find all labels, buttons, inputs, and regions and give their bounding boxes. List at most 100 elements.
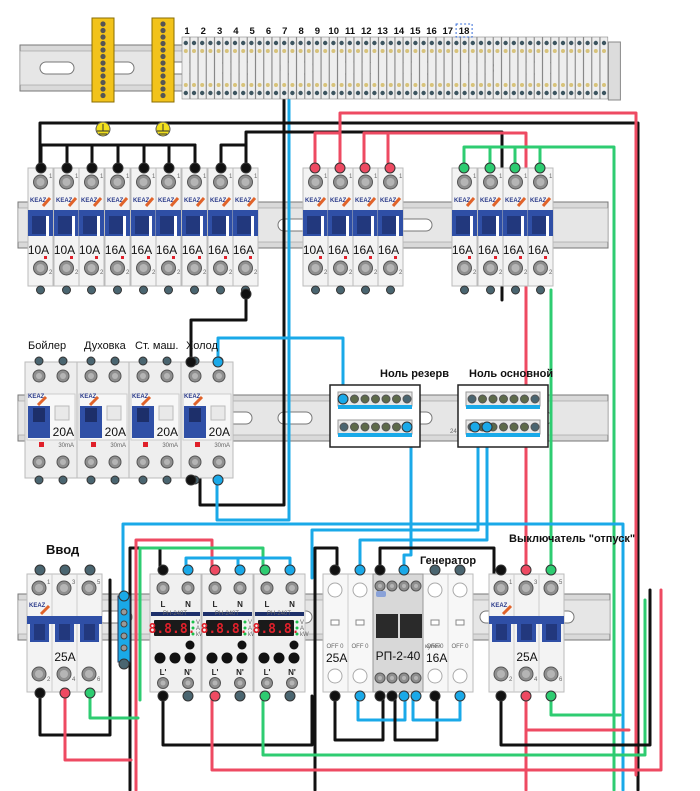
led-indicator [295,632,299,636]
brand-label: KEAZ [30,198,47,204]
terminal-dot-red [309,162,321,174]
relay-knob [206,652,218,664]
wire-green-jumper [462,145,492,170]
bar-screw [509,422,519,432]
terminal-block [329,36,338,100]
orange-arrow-icon [316,197,327,207]
relay-terminal-n-out: N' [288,668,296,677]
terminal-dot-red [384,162,396,174]
led-label: V [196,620,200,626]
terminal-block [321,36,330,100]
wire-green-bus [538,145,616,791]
terminal-dot [182,564,194,576]
pole-number: 2 [177,270,181,276]
relay-button [185,640,195,650]
brand-label: KEAZ [29,603,46,609]
wire-black-generator [378,546,496,576]
terminal-block [599,36,609,100]
terminal-number: 13 [377,26,388,37]
brand-label: KEAZ [530,198,547,204]
neutral-bar-main [457,384,549,448]
breaker-rating: 16A [528,243,549,257]
terminal-dot [386,690,398,702]
wire-blue-reserve-to-changeover [402,438,413,576]
pole-number: 2 [524,270,528,276]
vacation-switch-label: Выключатель "отпуск" [509,533,635,545]
pole-number: 5 [559,580,563,586]
terminal-block [304,36,313,100]
bar-screw [381,422,391,432]
breaker-rating: 16A [131,243,152,257]
terminal-block [214,36,223,100]
wire-black-jumper [90,143,120,170]
changeover-switch: РП-2-40 [372,573,424,693]
breaker-rating: 25A [54,650,75,664]
bar-screw [339,422,349,432]
test-button [54,405,70,421]
rcbo-leak-current: 30mA [214,443,230,449]
terminal-dot [34,475,44,485]
led-indicator [243,632,247,636]
led-indicator [243,620,247,624]
relay-terminal-n: N [237,600,243,609]
pole-number: 2 [126,270,130,276]
pole-number: 1 [399,174,403,180]
terminal-block [517,36,527,100]
terminal-number: 1 [184,26,190,37]
terminal-number: 9 [315,26,320,37]
terminal-number: 4 [233,26,239,37]
wire-black-jumper [65,143,95,170]
terminal-dot [486,285,495,295]
terminal-number: 16 [426,26,437,37]
terminal-dot [185,474,197,486]
brand-label: KEAZ [56,198,73,204]
bar-screw [402,394,412,404]
breaker-rating: 10A [28,243,49,257]
terminal-dot [58,356,68,366]
terminal-block [550,36,559,100]
terminal [352,668,368,684]
terminal-number: 6 [266,26,271,37]
led-indicator [243,626,247,630]
terminal-block [493,36,502,100]
pole-number: 6 [559,677,563,683]
terminal-number: 14 [394,26,405,37]
relay-terminal-l: L [213,600,218,609]
breaker-rating: 25A [516,650,537,664]
relay-button [237,640,247,650]
brand-label: KEAZ [158,198,175,204]
brand-label: KEAZ [454,198,471,204]
terminal-number: 10 [328,26,339,37]
bar-screw [520,394,529,404]
orange-arrow-icon [366,197,377,207]
neutral-bar-main-label: Ноль основной [469,368,553,380]
rcbo-label-fridge: Холод [186,340,219,352]
terminal-dot-black [240,162,252,174]
terminal-block [534,36,543,100]
wire-black-jumper [39,143,69,170]
breaker-rating: 16A [233,243,254,257]
off-label: OFF 0 [326,644,344,650]
wire-blue-rcbo-feed [215,98,291,522]
pole-number: 2 [374,270,378,276]
terminal-number: 7 [282,26,287,37]
orange-arrow-icon [195,197,206,207]
terminal-dot [536,285,545,295]
terminal-block [476,36,486,100]
terminal-number: 2 [201,26,206,37]
relay-display [258,620,294,636]
terminal-dot [34,356,44,366]
terminal-dot [545,690,557,702]
terminal-dot [34,564,46,576]
relay-terminal-l: L [265,600,270,609]
wire-green-return-1 [88,691,140,720]
bar-screw [509,394,519,404]
